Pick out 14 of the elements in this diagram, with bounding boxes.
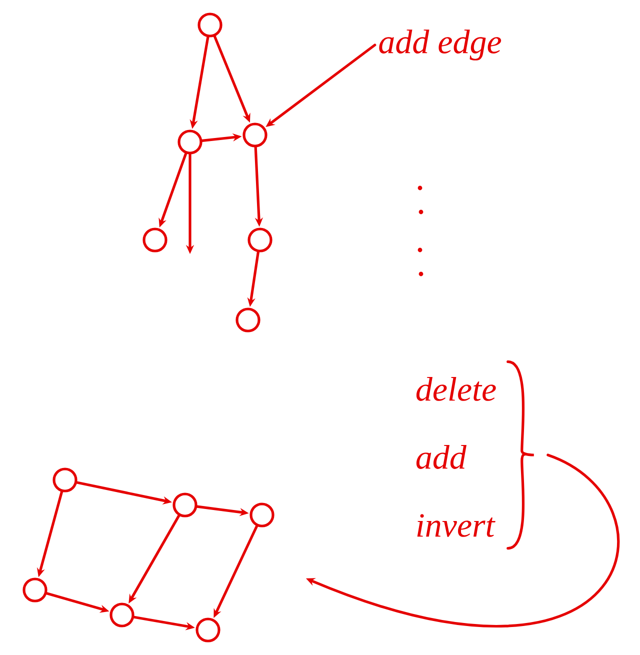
graph-node xyxy=(52,468,78,492)
graph-node xyxy=(250,502,274,528)
operation-list: delete add invert xyxy=(416,377,496,537)
graph-node xyxy=(142,228,168,252)
graph-node xyxy=(242,122,268,148)
graph-node xyxy=(110,602,134,628)
handwritten-label: add edge xyxy=(379,30,502,60)
graph-node xyxy=(196,618,220,642)
graph-node xyxy=(198,12,222,38)
graph-node xyxy=(236,308,260,332)
graph-node xyxy=(172,492,198,518)
graph-node xyxy=(22,578,48,602)
graph-node xyxy=(178,130,202,154)
graph-node xyxy=(248,228,272,252)
